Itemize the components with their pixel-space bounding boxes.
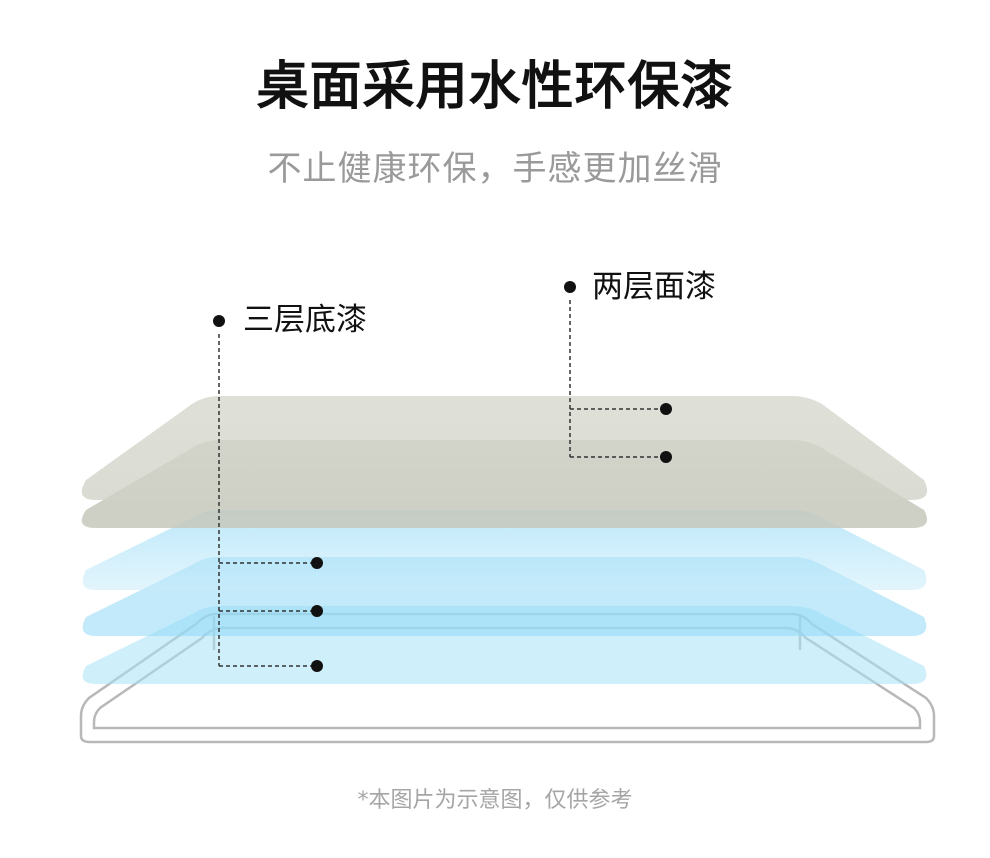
base-coat-layer-3-dot — [311, 660, 323, 672]
base-coat-layer-2-dot — [311, 605, 323, 617]
base-coat-callout — [213, 315, 323, 672]
page-subtitle: 不止健康环保，手感更加丝滑 — [267, 149, 723, 189]
footer-disclaimer: *本图片为示意图，仅供参考 — [357, 788, 633, 813]
top-coat-layer-1-dot — [660, 403, 672, 415]
top-coat-layer-2-dot — [660, 451, 672, 463]
base-coat-label-dot — [213, 315, 225, 327]
top-coat-layers — [81, 396, 928, 528]
page-title: 桌面采用水性环保漆 — [256, 57, 734, 117]
base-coat-layer-1 — [82, 510, 927, 590]
top-coat-label: 两层面漆 — [592, 269, 716, 305]
top-coat-layer-1 — [81, 396, 928, 500]
base-coat-layers — [82, 510, 927, 684]
base-coat-label: 三层底漆 — [243, 302, 367, 338]
top-coat-callout — [564, 281, 672, 463]
top-coat-label-dot — [564, 281, 576, 293]
base-coat-layer-1-dot — [311, 557, 323, 569]
